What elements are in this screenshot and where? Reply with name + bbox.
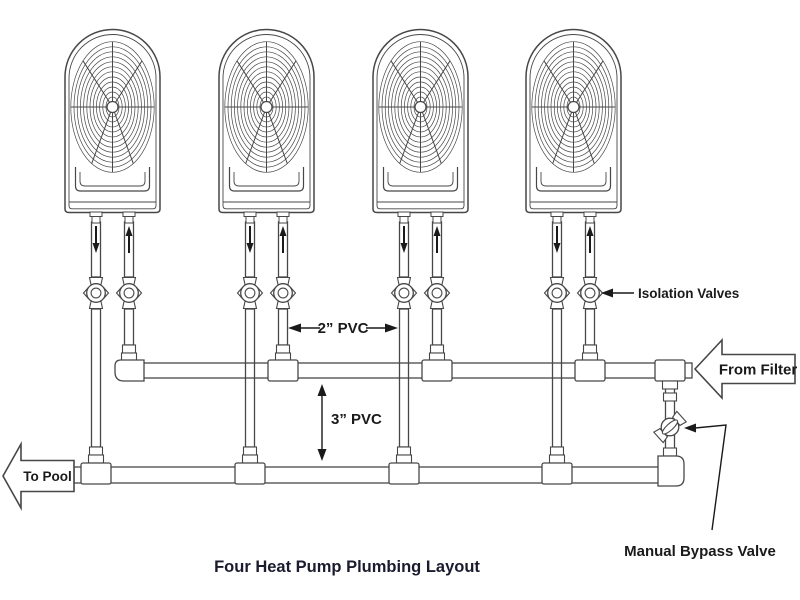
flow-up-arrow [585, 225, 595, 254]
isolation-valves-label: Isolation Valves [638, 286, 739, 301]
flow-down-arrow [552, 225, 562, 254]
manual-bypass-valve-callout: Manual Bypass Valve [624, 423, 776, 560]
isolation-valve-7 [543, 276, 571, 310]
isolation-valve-4 [269, 276, 297, 310]
main-pipe-dimension: 3” PVC [317, 384, 382, 461]
to-pool-label: To Pool [23, 469, 72, 484]
diagram-title: Four Heat Pump Plumbing Layout [214, 558, 480, 576]
flow-arrows [91, 225, 595, 254]
from-filter-label: From Filter [719, 362, 798, 379]
to-pool-arrow: To Pool [2, 440, 75, 512]
heat-pump-1 [64, 28, 161, 224]
manual-bypass-valve-label: Manual Bypass Valve [624, 543, 776, 560]
branch-pipe-dimension: 2” PVC [288, 320, 398, 337]
upper-manifold-pipe [142, 362, 693, 379]
isolation-valve-6 [423, 276, 451, 310]
flow-up-arrow [124, 225, 134, 254]
heat-pump-3 [372, 28, 469, 224]
flow-up-arrow [278, 225, 288, 254]
isolation-valves [82, 276, 604, 310]
heat-pump-4 [525, 28, 622, 224]
from-filter-arrow: From Filter [693, 337, 798, 401]
main-pipe-size-label: 3” PVC [331, 411, 382, 428]
isolation-valve-3 [236, 276, 264, 310]
isolation-valve-1 [82, 276, 110, 310]
flow-down-arrow [399, 225, 409, 254]
heat-pump-units [64, 28, 622, 224]
heat-pump-2 [218, 28, 315, 224]
lower-manifold-pipe [73, 466, 665, 484]
flow-down-arrow [91, 225, 101, 254]
isolation-valve-8 [576, 276, 604, 310]
isolation-valve-5 [390, 276, 418, 310]
manual-bypass-valve [652, 410, 688, 444]
isolation-valves-callout: Isolation Valves [601, 286, 739, 301]
branch-pipe-size-label: 2” PVC [318, 320, 369, 337]
pipe-fittings [80, 344, 686, 487]
flow-down-arrow [245, 225, 255, 254]
flow-up-arrow [432, 225, 442, 254]
isolation-valve-2 [115, 276, 143, 310]
